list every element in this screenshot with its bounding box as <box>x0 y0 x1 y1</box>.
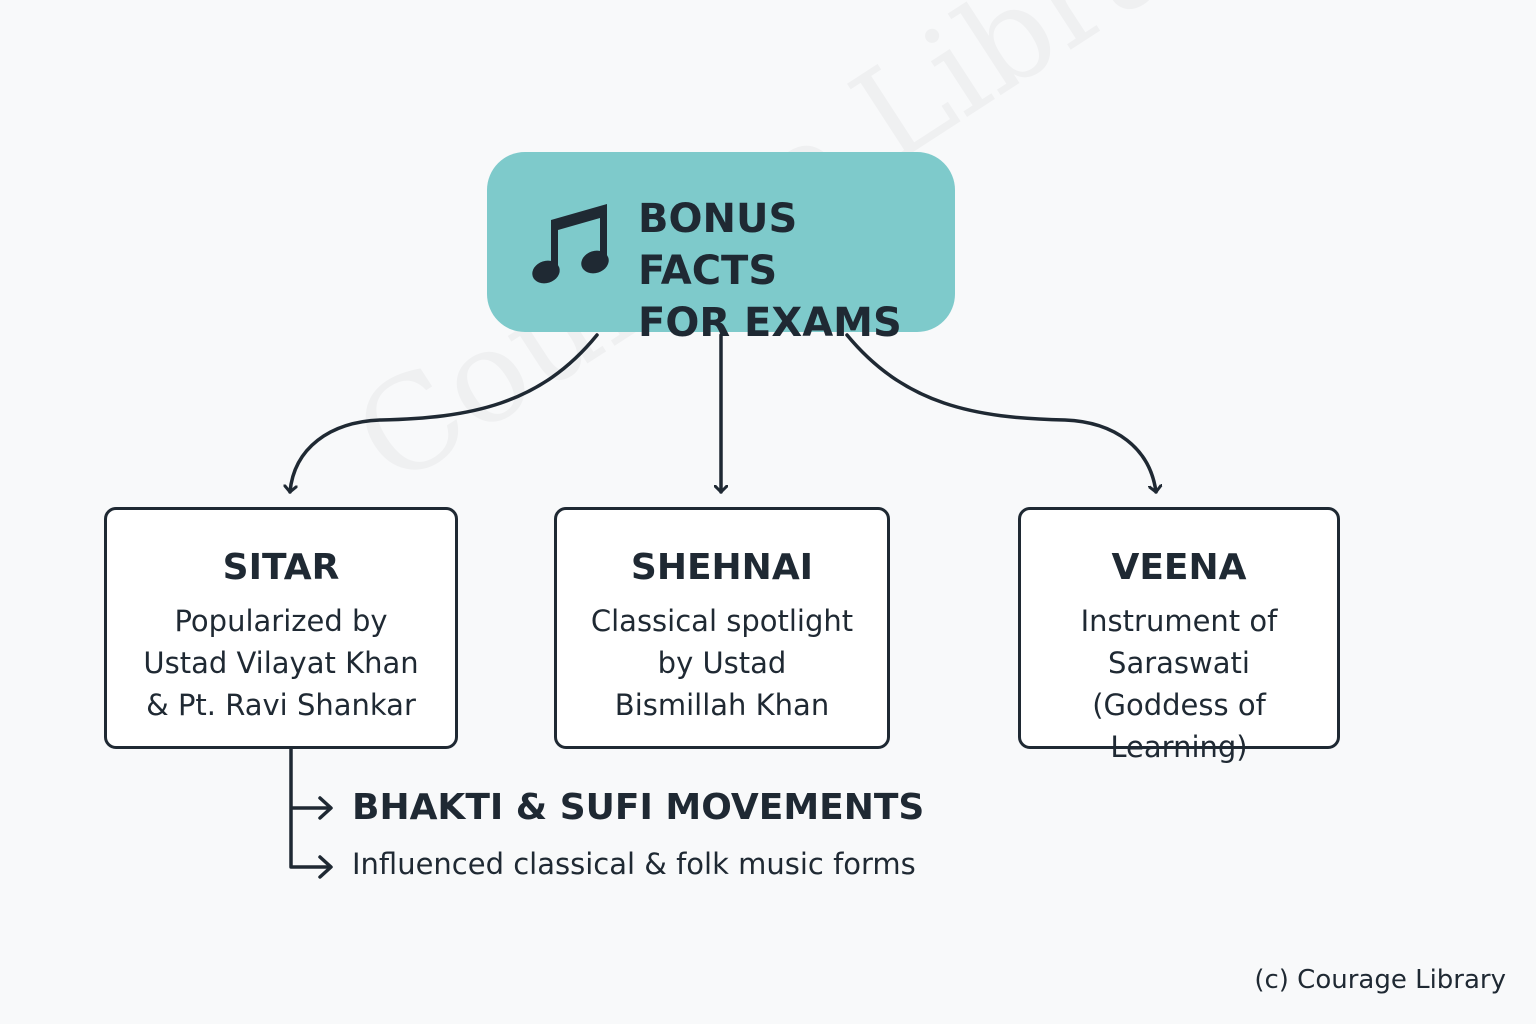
node-veena: VEENA Instrument of Saraswati (Goddess o… <box>1018 507 1340 764</box>
node-sitar: SITAR Popularized by Ustad Vilayat Khan … <box>104 507 458 749</box>
node-shehnai-title: SHEHNAI <box>630 547 814 588</box>
root-title: BONUS FACTS FOR EXAMS <box>638 196 902 346</box>
music-note-icon <box>532 204 609 284</box>
connector-branch <box>289 747 332 869</box>
root-node <box>487 152 955 332</box>
node-veena-title: VEENA <box>1111 547 1247 588</box>
branch-arrow-detail <box>318 855 333 879</box>
branch-detail: Influenced classical & folk music forms <box>352 847 916 881</box>
node-sitar-body: Popularized by Ustad Vilayat Khan & Pt. … <box>143 604 419 722</box>
node-veena-body: Instrument of Saraswati (Goddess of Lear… <box>1080 604 1278 764</box>
node-shehnai-body: Classical spotlight by Ustad Bismillah K… <box>590 604 854 722</box>
node-shehnai: SHEHNAI Classical spotlight by Ustad Bis… <box>554 507 890 749</box>
credit-text: (c) Courage Library <box>1254 965 1506 995</box>
node-sitar-title: SITAR <box>222 547 340 588</box>
connector-sitar <box>290 333 599 494</box>
branch-arrow-heading <box>318 796 333 820</box>
connector-veena <box>845 333 1156 494</box>
branch-heading: BHAKTI & SUFI MOVEMENTS <box>352 787 925 828</box>
